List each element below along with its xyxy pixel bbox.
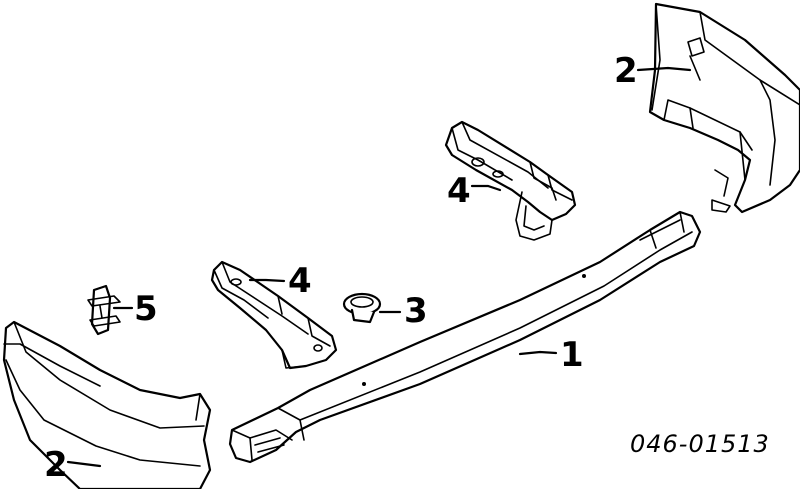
callout-label: 2	[44, 445, 68, 485]
bumper-cover-right	[648, 2, 800, 214]
callout-2-lower: 2	[44, 445, 102, 485]
callout-3: 3	[378, 291, 428, 331]
callout-2-upper: 2	[614, 51, 692, 91]
callout-4-lower: 4	[248, 261, 312, 301]
callout-label: 1	[560, 335, 584, 375]
bracket-upper	[444, 120, 577, 241]
clip	[87, 284, 121, 336]
callout-5: 5	[112, 289, 158, 329]
bracket-lower	[210, 260, 338, 370]
callout-label: 4	[288, 261, 312, 301]
callout-4-upper: 4	[447, 171, 502, 211]
callout-label: 5	[134, 289, 158, 329]
callout-label: 2	[614, 51, 638, 91]
callout-label: 3	[404, 291, 428, 331]
callout-1: 1	[518, 335, 584, 375]
callout-label: 4	[447, 171, 471, 211]
diagram-reference-number: 046-01513	[630, 430, 770, 458]
bumper-cover-left	[2, 320, 212, 489]
bumper-reinforcement-bar	[228, 210, 702, 464]
cap-plug	[342, 292, 382, 324]
